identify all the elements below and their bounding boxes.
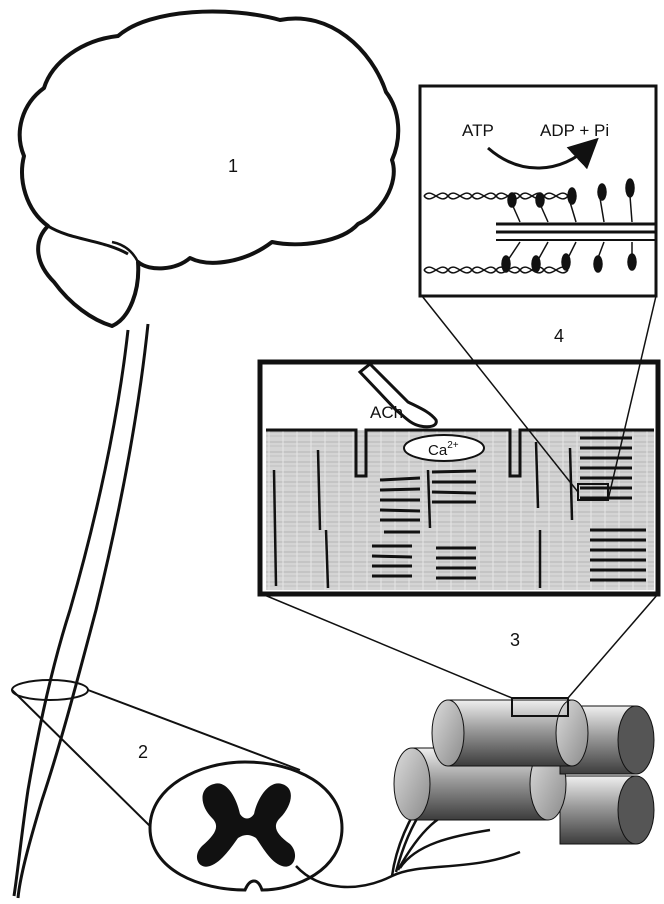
ca-label: Ca2+ — [428, 440, 459, 459]
brain-outline — [17, 9, 401, 328]
spinal-cross-section — [148, 760, 344, 892]
ca-label-base: Ca — [428, 442, 448, 459]
ca-label-charge: 2+ — [447, 440, 459, 451]
calcium-vesicle — [403, 434, 485, 462]
muscle-fibers — [393, 697, 655, 845]
sarcomere-projection-lines — [421, 295, 657, 501]
crossbridge-panel — [418, 84, 658, 298]
muscle-cell-panel — [257, 359, 661, 597]
section-projection-lines — [11, 689, 301, 833]
label-spinal-cord: 2 — [138, 742, 148, 762]
nerve-terminal — [357, 361, 438, 429]
spinal-cord-tract — [12, 323, 150, 899]
sarcolemma — [266, 428, 654, 478]
gray-matter-butterfly — [196, 783, 296, 867]
muscle-projection-lines — [261, 593, 659, 699]
atp-label: ATP — [462, 121, 494, 140]
label-muscle: 3 — [510, 630, 520, 650]
adp-pi-label: ADP + Pi — [540, 121, 609, 140]
myosin-filament — [496, 222, 656, 241]
filament-bands — [371, 436, 646, 582]
muscle-zoom-marker — [511, 697, 569, 717]
label-brain: 1 — [228, 156, 238, 176]
ach-label: ACh — [370, 403, 403, 422]
label-crossbridge: 4 — [554, 326, 564, 346]
myosin-heads — [501, 178, 637, 273]
atp-hydrolysis-arrow — [487, 137, 599, 170]
